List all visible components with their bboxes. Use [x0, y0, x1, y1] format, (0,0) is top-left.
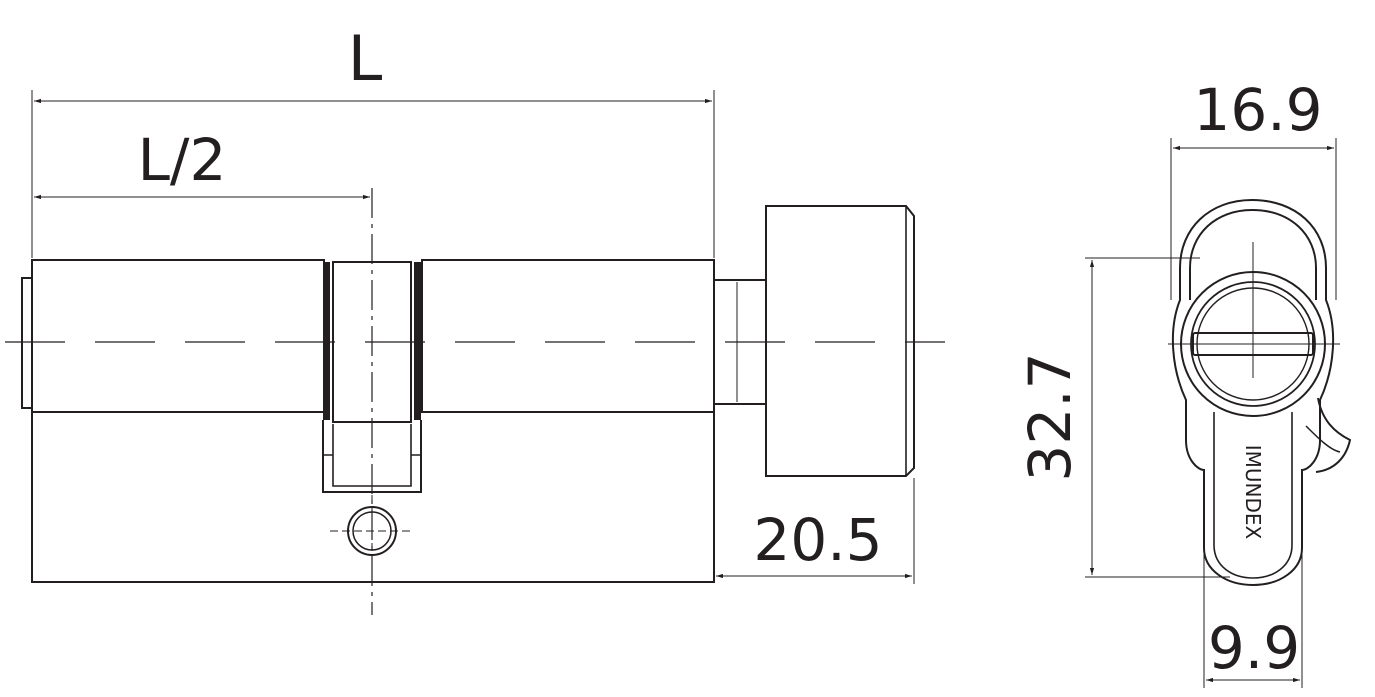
dim-label-width: 16.9: [1193, 76, 1322, 144]
dim-label-length: L: [348, 22, 383, 95]
cam-band-left: [323, 262, 330, 420]
side-cam-lever-inner: [1305, 425, 1341, 453]
cylinder-bottom-body: [31, 412, 715, 583]
thumb-turn-knob: [765, 205, 915, 477]
nameplate-area: [1213, 412, 1293, 579]
dim-label-height: 32.7: [1016, 352, 1084, 481]
knob-spindle: [714, 279, 766, 405]
left-key-stub: [21, 277, 32, 409]
dim-label-half-length: L/2: [138, 126, 227, 194]
front-profile-outline: [1171, 198, 1335, 587]
side-cam-lever: [1315, 397, 1352, 473]
dim-label-knob-length: 20.5: [753, 506, 882, 574]
right-cylinder-body: [421, 259, 715, 413]
dim-label-cam-width: 9.9: [1208, 614, 1300, 682]
cam-band-right: [414, 262, 421, 420]
side-view: [5, 90, 945, 615]
brand-label: IMUNDEX: [1241, 445, 1265, 540]
front-view: [1085, 138, 1352, 688]
front-profile-inner: [1189, 209, 1317, 300]
left-cylinder-body: [31, 259, 325, 413]
